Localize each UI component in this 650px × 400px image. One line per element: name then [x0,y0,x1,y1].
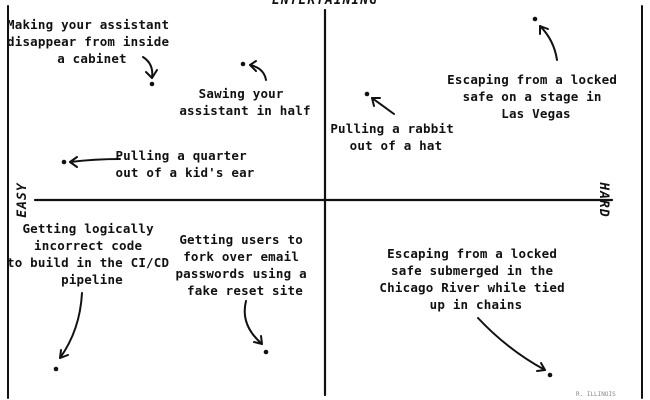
arrow-sawing [249,60,267,81]
frame-border [7,5,643,399]
arrow-cabinet [142,56,158,79]
arrow-cicd [59,292,83,359]
arrow-quarter [69,156,121,168]
item-label-vegas: Escaping from a locked safe on a stage i… [447,72,625,121]
arrow-email [243,300,263,345]
item-label-quarter: Pulling a quarter out of a kid's ear [115,148,254,180]
point-quarter [61,159,67,165]
point-river [547,372,553,378]
item-label-cabinet: Making your assistant disappear from ins… [7,17,177,66]
axis-label-left: EASY [15,182,30,217]
artist-credit: R. ILLINOIS [576,391,616,398]
point-vegas [532,16,538,22]
arrow-vegas [539,25,558,61]
item-label-sawing: Sawing your assistant in half [179,86,310,118]
point-sawing [240,61,246,67]
point-email [263,349,269,355]
item-label-email: Getting users to fork over email passwor… [175,232,314,298]
arrow-river [477,317,546,372]
arrow-rabbit [371,97,395,115]
axis-label-right: HARD [596,181,611,217]
item-label-cicd: Getting logically incorrect code to buil… [7,221,177,287]
axis-label-top: ENTERTAINING [272,0,378,8]
point-rabbit [364,91,370,97]
item-label-rabbit: Pulling a rabbit out of a hat [330,121,461,153]
item-label-river: Escaping from a locked safe submerged in… [379,246,572,312]
point-cicd [53,366,59,372]
point-cabinet [149,81,155,87]
